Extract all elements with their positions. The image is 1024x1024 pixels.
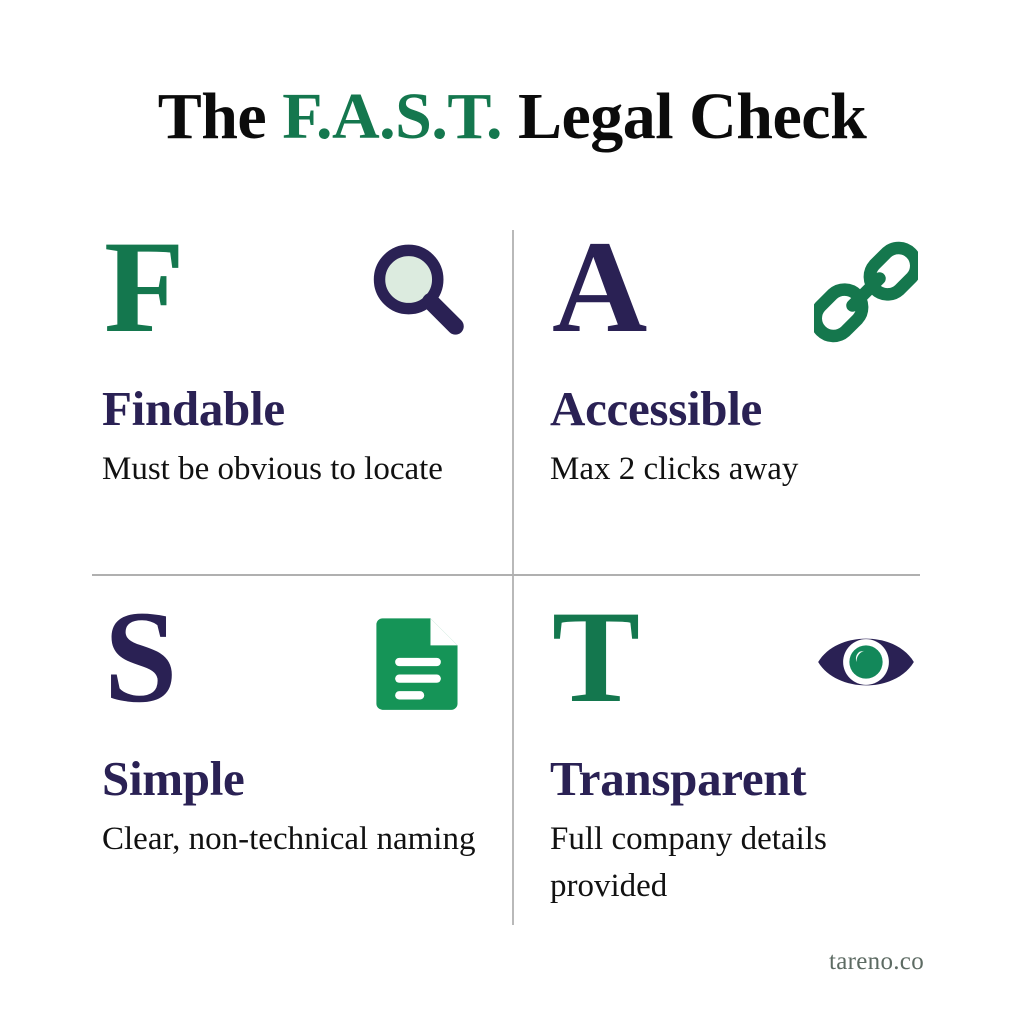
title-container: The F.A.S.T. Legal Check — [0, 84, 1024, 150]
quadrant-heading-transparent: Transparent — [550, 751, 807, 806]
quadrant-letter-a: A — [552, 213, 648, 360]
page-title: The F.A.S.T. Legal Check — [0, 84, 1024, 150]
quadrant-heading-accessible: Accessible — [550, 381, 762, 436]
quadrant-heading-findable: Findable — [102, 381, 285, 436]
horizontal-divider — [92, 574, 920, 576]
quadrant-heading-simple: Simple — [102, 751, 245, 806]
quadrant-findable: F Findable Must be obvious to locate — [92, 213, 492, 493]
quadrant-transparent-header: T — [540, 583, 940, 735]
quadrant-simple: S Simple Clear, non-technical naming — [92, 583, 492, 863]
eye-icon — [814, 610, 918, 714]
watermark: tareno.co — [828, 948, 924, 975]
quadrant-description-simple: Clear, non-technical naming — [102, 821, 476, 858]
quadrant-description-transparent: Full company details provided — [550, 821, 827, 904]
quadrant-letter-t: T — [552, 583, 641, 730]
quadrant-letter-f: F — [104, 213, 185, 360]
quadrant-description-findable: Must be obvious to locate — [102, 451, 443, 488]
quadrant-findable-header: F — [92, 213, 492, 365]
quadrant-accessible-header: A — [540, 213, 940, 365]
quadrant-letter-s: S — [104, 583, 178, 730]
document-icon — [366, 610, 470, 714]
chain-link-icon — [814, 240, 918, 344]
vertical-divider — [512, 230, 514, 925]
quadrant-transparent: T Transparent Full company details provi… — [540, 583, 940, 909]
quadrant-accessible: A Accessible Max 2 clicks away — [540, 213, 940, 493]
title-accent: F.A.S.T. — [282, 80, 502, 153]
title-prefix: The — [157, 80, 283, 153]
quadrant-simple-header: S — [92, 583, 492, 735]
title-suffix: Legal Check — [501, 80, 867, 153]
quadrant-grid: F Findable Must be obvious to locate A — [92, 213, 920, 925]
quadrant-description-accessible: Max 2 clicks away — [550, 451, 799, 488]
magnifier-icon — [366, 240, 470, 344]
